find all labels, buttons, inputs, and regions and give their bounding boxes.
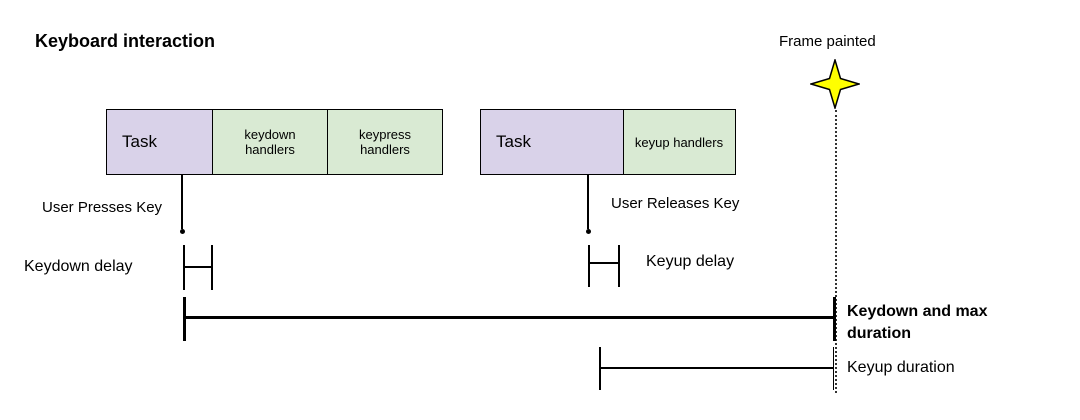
keyup-delay-label: Keyup delay bbox=[646, 253, 735, 270]
star-shape bbox=[810, 59, 860, 109]
keydown-delay-label: Keydown delay bbox=[24, 258, 133, 275]
keyup-duration-cap-right bbox=[832, 347, 834, 390]
keyup-delay-bracket-connector bbox=[588, 262, 619, 264]
keyup-duration-label: Keyup duration bbox=[847, 359, 955, 376]
user-presses-key-label: User Presses Key bbox=[42, 199, 163, 216]
keypress-handlers-block: keypress handlers bbox=[327, 109, 443, 175]
keyup-event-dot bbox=[585, 229, 591, 234]
keyup-event-line bbox=[587, 175, 589, 229]
keyup-delay-bracket-left bbox=[588, 245, 590, 287]
keydown-task-bar: Task keydown handlers keypress handlers bbox=[106, 109, 443, 175]
user-releases-key-label: User Releases Key bbox=[611, 195, 740, 212]
keyup-duration-cap-left bbox=[599, 347, 601, 390]
keyup-handlers-block: keyup handlers bbox=[622, 109, 736, 175]
keydown-delay-bracket-right bbox=[211, 245, 213, 290]
task-block: Task bbox=[106, 109, 213, 175]
frame-painted-label: Frame painted bbox=[779, 33, 876, 50]
keydown-duration-cap-right bbox=[832, 297, 836, 341]
keydown-duration-line bbox=[184, 316, 834, 319]
keydown-event-line bbox=[181, 175, 183, 229]
keydown-delay-bracket-connector bbox=[183, 266, 212, 268]
keyup-task-bar: Task keyup handlers bbox=[480, 109, 736, 175]
keydown-delay-bracket-left bbox=[183, 245, 185, 290]
frame-painted-dotted-line bbox=[835, 110, 837, 393]
diagram-title: Keyboard interaction bbox=[35, 31, 216, 51]
keydown-max-duration-label: Keydown and max duration bbox=[847, 303, 988, 342]
keydown-event-dot bbox=[179, 229, 185, 234]
keyup-delay-bracket-right bbox=[618, 245, 620, 287]
task-block: Task bbox=[480, 109, 624, 175]
four-point-star-icon bbox=[810, 59, 860, 109]
keydown-duration-cap-left bbox=[182, 297, 186, 341]
keydown-handlers-block: keydown handlers bbox=[211, 109, 329, 175]
keyup-duration-line bbox=[600, 367, 834, 369]
